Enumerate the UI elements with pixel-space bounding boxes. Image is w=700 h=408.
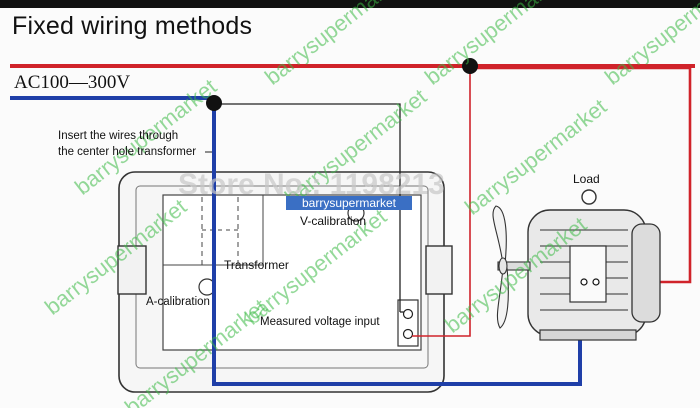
measured-voltage-input-label: Measured voltage input (260, 316, 380, 328)
motor-load (492, 189, 661, 341)
fan-blade-lower (496, 267, 509, 329)
motor-rear-cap (631, 223, 661, 323)
supply-voltage-label: AC100—300V (14, 72, 131, 93)
title-bar (0, 0, 700, 8)
live-junction (462, 58, 478, 74)
meter-panel (162, 194, 422, 351)
motor-terminal-box (569, 245, 607, 303)
neutral-junction (206, 95, 222, 111)
motor-terminal-1 (580, 278, 588, 286)
brand-strip: barrysupermarket (286, 196, 412, 210)
terminal-screw-top (402, 308, 414, 320)
load-label: Load (573, 172, 600, 186)
motor-base (539, 329, 637, 341)
motor-hook (581, 189, 597, 205)
voltage-input-terminal (397, 299, 419, 347)
motor-shaft (497, 261, 531, 271)
motor-terminal-2 (592, 278, 600, 286)
fan-blade-upper (492, 205, 507, 265)
wiring-note-line: Insert the wires through (58, 130, 179, 142)
v-calibration-label: V-calibration (300, 214, 367, 228)
wiring-note-line: the center hole transformer (58, 146, 197, 158)
a-calibration-label: A-calibration (146, 296, 210, 308)
left-clip (117, 245, 147, 295)
right-clip (425, 245, 453, 295)
transformer-label: Transformer (224, 258, 289, 272)
page-title: Fixed wiring methods (12, 12, 253, 40)
live-wire-to-meter (412, 66, 471, 337)
sense-lead-neutral (214, 103, 401, 312)
fan-hub (498, 257, 508, 275)
terminal-screw-bottom (402, 328, 414, 340)
